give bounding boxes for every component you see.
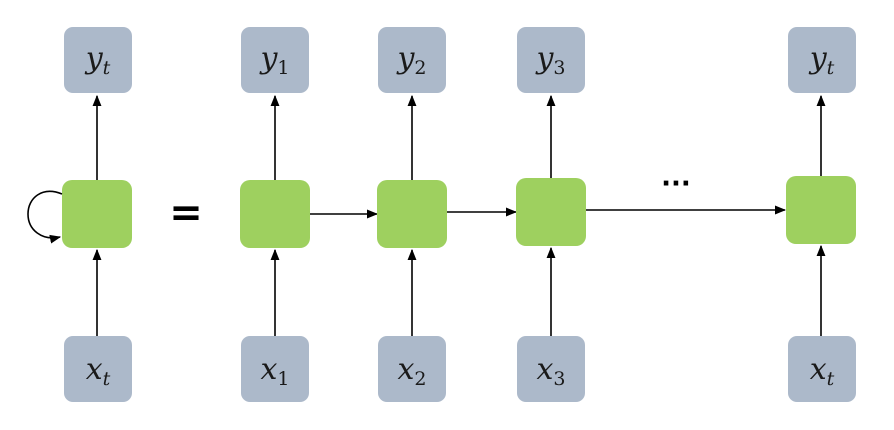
step-3-hidden-cell xyxy=(516,178,586,246)
time-step-t: yt xt xyxy=(786,27,856,402)
folded-output-base: y xyxy=(84,41,104,76)
step-3-output-sub: 3 xyxy=(553,57,565,79)
folded-rnn: yt xt xyxy=(27,27,132,402)
step-3-output-base: y xyxy=(534,41,554,76)
step-3-input-box xyxy=(517,336,585,402)
svg-text:yt: yt xyxy=(84,41,111,79)
recurrent-self-loop xyxy=(27,190,63,244)
folded-output-sub: t xyxy=(103,57,111,79)
svg-text:yt: yt xyxy=(808,41,835,79)
step-1-input-sub: 1 xyxy=(277,368,289,390)
svg-text:x3: x3 xyxy=(536,352,565,390)
svg-text:xt: xt xyxy=(810,352,835,390)
step-1-hidden-cell xyxy=(240,180,310,248)
step-1-output-base: y xyxy=(258,41,278,76)
svg-text:x2: x2 xyxy=(397,352,426,390)
sequence-ellipsis: ··· xyxy=(661,169,691,199)
folded-input-node: xt xyxy=(64,336,132,402)
time-step-2: y2 x2 xyxy=(377,27,447,402)
step-t-output-sub: t xyxy=(827,57,835,79)
folded-input-base: x xyxy=(86,352,103,387)
step-2-input-box xyxy=(378,336,446,402)
equals-sign: = xyxy=(169,190,203,236)
step-2-output-sub: 2 xyxy=(414,57,426,79)
step-2-output-base: y xyxy=(395,41,415,76)
step-t-output-base: y xyxy=(808,41,828,76)
svg-text:y1: y1 xyxy=(258,41,289,79)
step-2-input-base: x xyxy=(397,352,414,387)
step-t-input-base: x xyxy=(810,352,827,387)
svg-text:y2: y2 xyxy=(395,41,426,79)
step-2-input-sub: 2 xyxy=(414,368,426,390)
svg-text:xt: xt xyxy=(86,352,111,390)
step-2-output-box xyxy=(378,27,446,93)
time-step-1: y1 x1 xyxy=(240,27,310,402)
step-3-output-box xyxy=(517,27,585,93)
time-step-3: y3 x3 xyxy=(516,27,586,402)
folded-input-sub: t xyxy=(103,368,111,390)
step-1-input-base: x xyxy=(260,352,277,387)
folded-output-node: yt xyxy=(64,27,132,93)
svg-text:y3: y3 xyxy=(534,41,565,79)
svg-text:x1: x1 xyxy=(260,352,289,390)
step-3-input-sub: 3 xyxy=(553,368,565,390)
folded-hidden-cell xyxy=(62,180,132,248)
step-1-output-box xyxy=(241,27,309,93)
step-1-output-sub: 1 xyxy=(277,57,289,79)
step-t-input-sub: t xyxy=(827,368,835,390)
step-t-output-box xyxy=(788,27,856,93)
step-2-hidden-cell xyxy=(377,180,447,248)
step-3-input-base: x xyxy=(536,352,553,387)
step-1-input-box xyxy=(241,336,309,402)
unrolled-rnn: y1 x1 y2 x2 xyxy=(240,27,856,402)
step-t-input-box xyxy=(788,336,856,402)
step-t-hidden-cell xyxy=(786,176,856,244)
